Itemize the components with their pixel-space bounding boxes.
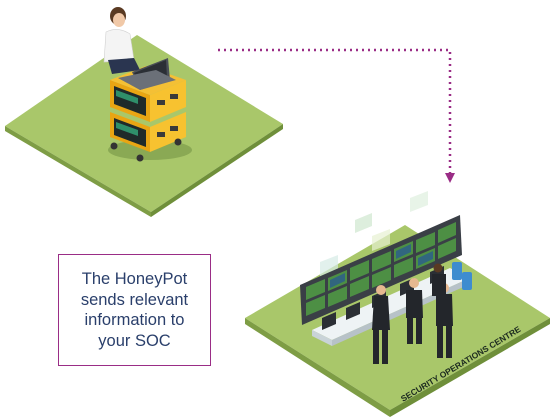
callout-line: sends relevant (80, 290, 189, 309)
security-operations-centre-illustration (300, 191, 472, 364)
callout-line: The HoneyPot (81, 270, 188, 288)
callout-line: information to (84, 311, 185, 329)
honeypot-platform (5, 35, 283, 217)
callout-line: your SOC (98, 331, 171, 350)
callout-text: The HoneyPot sends relevant information … (81, 269, 188, 351)
person-laptop-icon (103, 7, 176, 90)
info-callout: The HoneyPot sends relevant information … (58, 254, 211, 366)
soc-platform (245, 225, 550, 417)
honeypot-rack-icon (108, 66, 192, 162)
